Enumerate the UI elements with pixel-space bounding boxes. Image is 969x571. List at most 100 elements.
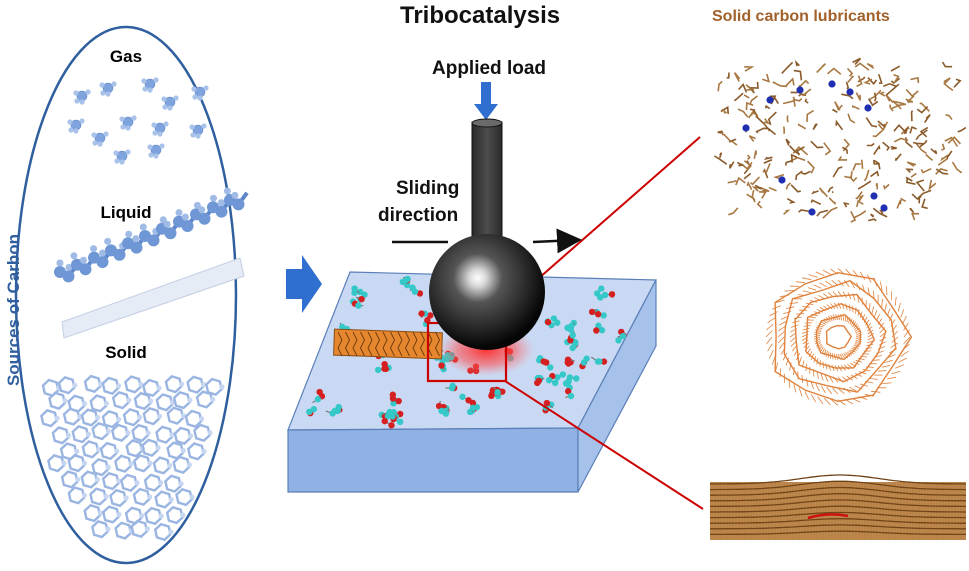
onion-mesh: [826, 363, 827, 370]
carbon-strand: [801, 171, 810, 174]
solid-ring: [69, 455, 84, 471]
hydrogen-atom: [192, 94, 197, 99]
onion-mesh: [791, 325, 798, 328]
carbon-strand: [786, 183, 790, 190]
carbon-strand: [784, 211, 788, 215]
carbon-strand: [953, 162, 962, 173]
gas-molecules: [67, 77, 208, 164]
solid-atom: [187, 462, 192, 467]
solid-atom: [74, 449, 79, 454]
carbon-strand: [954, 79, 960, 87]
onion-shell: [817, 315, 861, 360]
solid-ring: [188, 444, 203, 460]
surface-atom: [409, 285, 415, 291]
carbon-strand: [925, 115, 931, 123]
dopant-atom: [766, 96, 773, 103]
carbon-strand: [839, 157, 847, 160]
carbon-strand: [910, 127, 917, 133]
surface-atom: [443, 410, 449, 416]
carbon-strand: [764, 119, 768, 124]
onion-mesh: [811, 394, 816, 402]
substrate-front-face: [288, 428, 578, 492]
onion-mesh: [794, 384, 796, 393]
onion-mesh: [882, 383, 891, 384]
surface-atom: [459, 394, 465, 400]
solid-atom: [139, 513, 144, 518]
surface-atom: [543, 359, 549, 365]
onion-mesh: [799, 388, 802, 397]
chain-hydrogen: [198, 206, 205, 213]
carbon-strand: [799, 81, 809, 88]
carbon-strand: [848, 69, 853, 77]
solid-ring: [167, 507, 182, 523]
hydrogen-atom: [147, 87, 152, 92]
surface-atom: [560, 371, 566, 377]
solid-ring: [188, 377, 203, 393]
carbon-strand: [874, 161, 879, 170]
carbon-strand: [813, 191, 818, 193]
carbon-strand: [958, 128, 966, 132]
carbon-strand: [718, 82, 722, 92]
surface-atom: [546, 377, 552, 383]
carbon-strand: [749, 136, 755, 142]
carbon-strand: [871, 172, 879, 177]
carbon-strand: [735, 73, 740, 82]
surface-atom: [358, 296, 364, 302]
hydrogen-atom: [191, 86, 196, 91]
onion-mesh: [878, 371, 886, 372]
onion-mesh: [844, 365, 849, 370]
solid-atom: [201, 382, 206, 387]
solid-ring: [64, 409, 79, 425]
carbon-strand: [728, 181, 737, 183]
onion-mesh: [895, 297, 896, 306]
solid-atom: [116, 383, 121, 388]
carbon-strand: [811, 141, 823, 147]
carbon-strand: [867, 64, 873, 68]
sliding-direction-label-line1: Sliding: [396, 178, 459, 200]
onion-mesh: [829, 364, 831, 370]
carbon-strand: [744, 95, 749, 98]
chain-hydrogen: [164, 221, 171, 228]
surface-atom: [382, 418, 388, 424]
solid-atom: [137, 415, 142, 420]
carbon-strand: [769, 187, 777, 190]
carbon-strand: [907, 169, 913, 172]
hydrogen-atom: [157, 131, 162, 136]
solid-ring: [82, 410, 97, 426]
onion-mesh: [778, 332, 784, 337]
sources-oval: [16, 27, 236, 563]
solid-ring: [155, 524, 170, 540]
surface-atom: [554, 320, 560, 326]
carbon-strand: [757, 128, 765, 133]
hydrogen-atom: [147, 144, 152, 149]
surface-atom: [595, 358, 601, 364]
sliding-direction-arrow: [533, 240, 577, 242]
carbon-strand: [718, 131, 724, 133]
hydrogen-atom: [131, 115, 136, 120]
surface-atom: [570, 332, 576, 338]
onion-mesh: [768, 344, 773, 352]
carbon-strand: [734, 93, 743, 101]
carbon-strand: [913, 143, 924, 144]
onion-mesh: [868, 337, 874, 340]
carbon-strand: [897, 200, 901, 209]
onion-mesh: [814, 285, 822, 288]
hydrogen-atom: [79, 118, 84, 123]
carbon-strand: [856, 93, 860, 101]
chain-hydrogen: [231, 192, 238, 199]
carbon-strand: [728, 208, 738, 215]
carbon-strand: [730, 162, 734, 169]
solid-atom: [106, 429, 111, 434]
carbon-strand: [722, 134, 731, 142]
hydrogen-atom: [103, 131, 108, 136]
carbon-strand: [786, 139, 790, 145]
onion-mesh: [895, 365, 904, 369]
carbon-strand: [720, 153, 722, 158]
onion-mesh: [876, 314, 879, 321]
hydrogen-atom: [119, 159, 124, 164]
carbon-strand: [930, 180, 936, 189]
onion-mesh: [826, 281, 833, 286]
surface-atom: [470, 405, 476, 411]
dopant-atom: [808, 208, 815, 215]
hydrogen-atom: [74, 98, 79, 103]
